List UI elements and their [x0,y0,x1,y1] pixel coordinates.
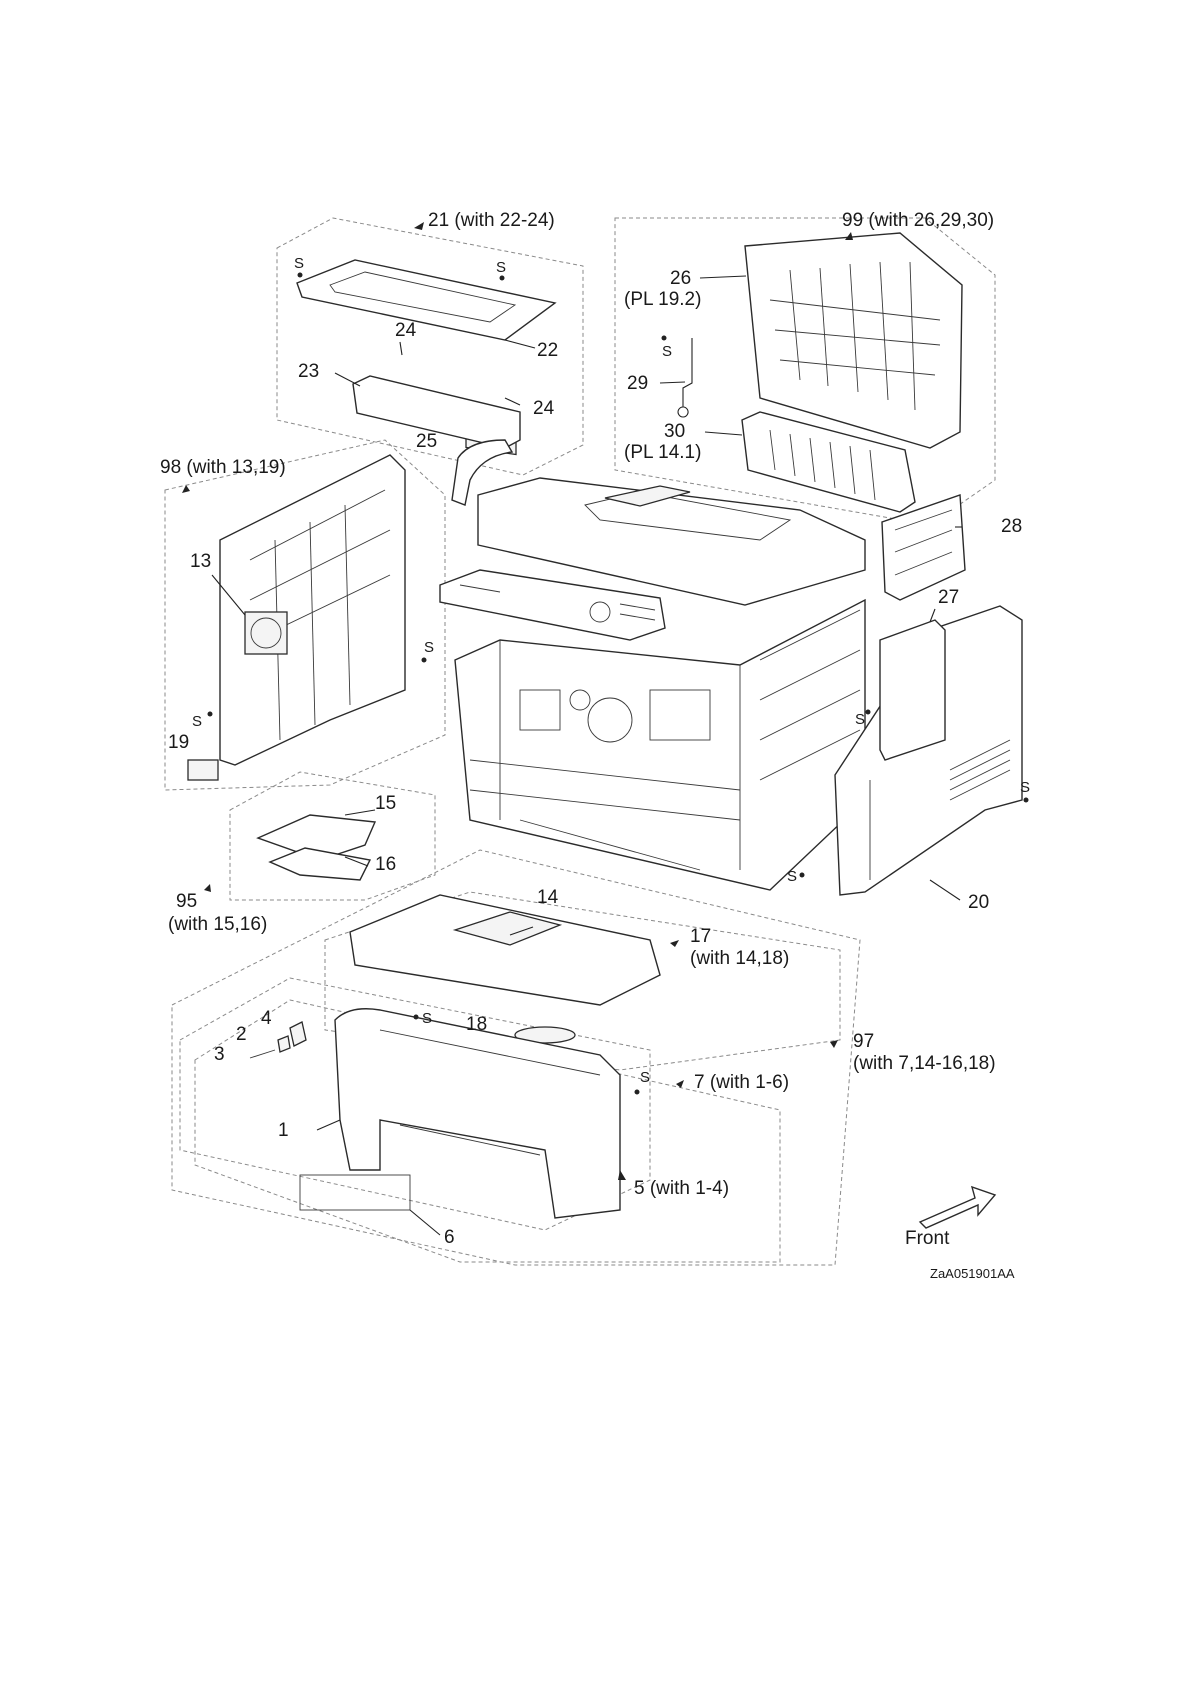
screw-dot-icon: S [496,259,506,281]
callout-23: 23 [298,361,319,382]
screw-dot-icon: S [294,255,304,278]
screw-label: S [855,711,865,728]
screw-label: S [496,259,506,276]
callout-17: 17 [690,926,711,947]
callout-97-with: (with 7,14-16,18) [853,1053,996,1074]
callout-30: 30 [664,421,685,442]
screw-dot-icon: S [787,868,805,885]
drawing-code: ZaA051901AA [930,1266,1015,1281]
callout-95-with: (with 15,16) [168,914,267,935]
callout-95: 95 [176,891,197,912]
callout-7: 7 (with 1-6) [694,1072,789,1093]
spring-3 [250,1050,275,1058]
callout-4: 4 [261,1008,272,1029]
screw-dot-icon: S [662,336,673,361]
callout-26: 26 [670,268,691,289]
label-19 [188,760,218,780]
guide-16 [270,848,370,880]
callout-19: 19 [168,732,189,753]
callout-26-pl: (PL 19.2) [624,289,701,310]
callout-25: 25 [416,431,437,452]
callout-3: 3 [214,1044,225,1065]
callout-24-top: 24 [395,320,417,341]
callout-18: 18 [466,1014,487,1035]
callout-27: 27 [938,587,959,608]
latch-4 [290,1022,306,1046]
front-label: Front [905,1228,950,1249]
callout-1: 1 [278,1120,289,1141]
screw-label: S [422,1010,432,1027]
front-cover-14 [350,895,660,1005]
callout-99: 99 (with 26,29,30) [842,210,994,231]
screw-label: S [424,639,434,656]
screw-dot-icon: S [422,639,435,663]
callout-30-pl: (PL 14.1) [624,442,701,463]
wire-29 [678,338,692,417]
inner-cover-27 [880,620,945,760]
left-cover-98 [220,455,405,765]
callout-29: 29 [627,373,648,394]
screw-label: S [787,868,797,885]
rear-door-26 [745,233,962,448]
callout-21: 21 (with 22-24) [428,210,555,231]
callout-20: 20 [968,892,989,913]
callout-28: 28 [1001,516,1022,537]
screw-label: S [294,255,304,272]
fan-13 [245,612,287,654]
callout-2: 2 [236,1024,247,1045]
callout-6: 6 [444,1227,455,1248]
screw-label: S [192,713,202,730]
screw-label: S [640,1069,650,1086]
callout-13: 13 [190,551,211,572]
callout-16: 16 [375,854,396,875]
screw-label: S [1020,779,1030,796]
callout-24-right: 24 [533,398,555,419]
screw-dot-icon: S [635,1069,651,1095]
latch-2 [278,1036,290,1052]
callout-14: 14 [537,887,559,908]
callout-5: 5 (with 1-4) [634,1178,729,1199]
printer-main-body [440,478,865,890]
front-arrow-icon [920,1187,995,1228]
callout-98: 98 (with 13,19) [160,457,286,478]
callout-22: 22 [537,340,558,361]
callout-17-with: (with 14,18) [690,948,789,969]
top-cover-22 [297,260,555,340]
screw-label: S [662,343,672,360]
screw-dot-icon: S [192,712,213,731]
callout-15: 15 [375,793,396,814]
callout-97: 97 [853,1031,874,1052]
